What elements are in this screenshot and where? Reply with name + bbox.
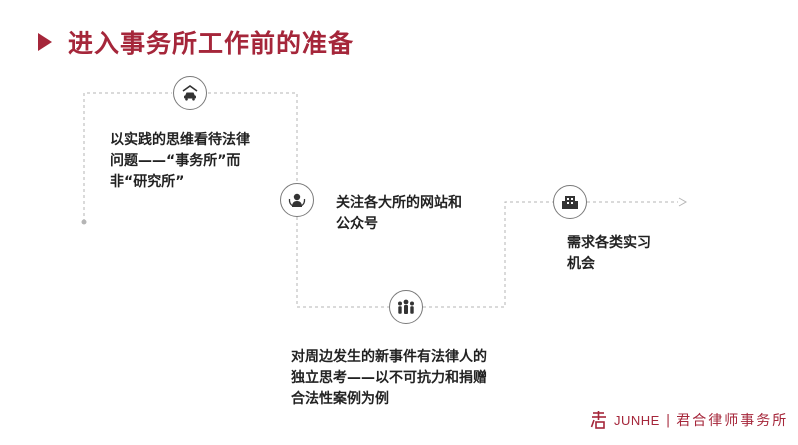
step-label-3: 对周边发生的新事件有法律人的 独立思考——以不可抗力和捐赠 合法性案例为例 — [291, 349, 487, 407]
title-arrow-icon — [38, 33, 52, 51]
people-icon — [398, 299, 414, 314]
car-icon — [182, 85, 198, 101]
step-label-1: 以实践的思维看待法律 问题——“事务所”而 非“研究所” — [110, 132, 250, 190]
end-arrowhead — [678, 197, 688, 207]
logo-separator: | — [665, 412, 671, 428]
start-dot — [81, 219, 87, 225]
step-node-3 — [389, 290, 423, 324]
connector-3-4 — [423, 201, 553, 308]
connector-start — [83, 92, 172, 222]
title-bar: 进入事务所工作前的准备 — [38, 22, 354, 62]
step-label-4: 需求各类实习 机会 — [567, 235, 651, 272]
firm-logo: JUNHE | 君合律师事务所 — [590, 408, 788, 432]
step-node-4 — [553, 185, 587, 219]
page-title: 进入事务所工作前的准备 — [68, 29, 355, 58]
building-icon — [562, 196, 578, 209]
logo-chinese: 君合律师事务所 — [676, 413, 789, 429]
step-node-1 — [173, 76, 207, 110]
step-node-2 — [280, 183, 314, 217]
logo-english: JUNHE — [614, 412, 660, 428]
person-icon — [288, 193, 306, 207]
junhe-logo-icon — [590, 411, 606, 429]
connector-2-3 — [296, 217, 389, 308]
step-label-2: 关注各大所的网站和 公众号 — [336, 195, 462, 232]
